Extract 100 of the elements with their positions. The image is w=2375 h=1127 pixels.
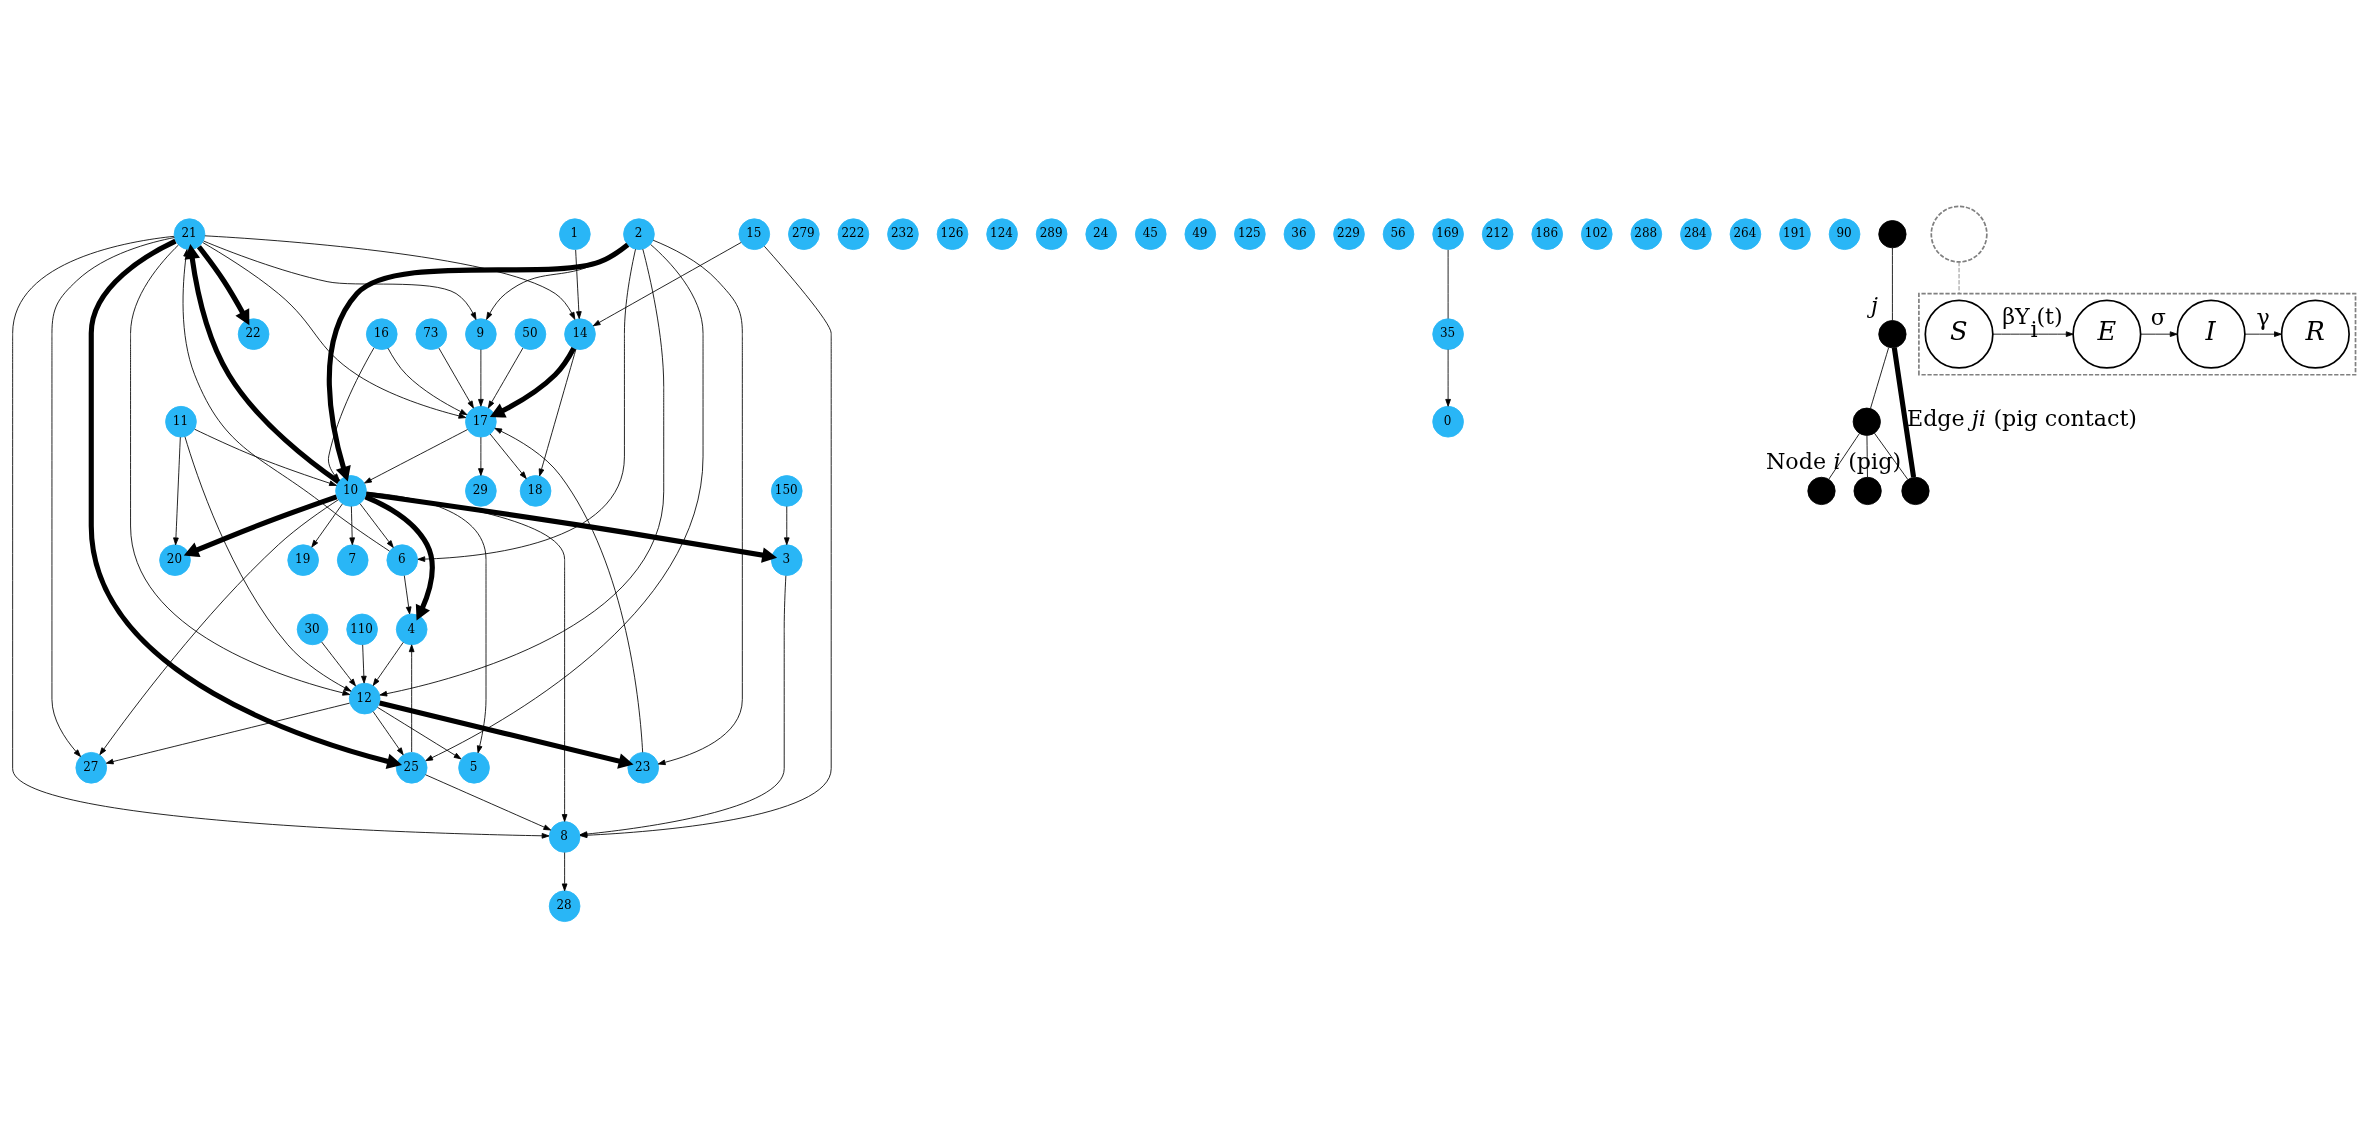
node-circle: 9	[465, 317, 497, 350]
arrow	[203, 240, 477, 320]
node-circle: 232	[887, 217, 919, 250]
connector	[1958, 261, 1960, 294]
arrow	[487, 347, 524, 408]
node-circle: 8	[548, 820, 581, 853]
arrow	[2140, 330, 2178, 337]
node-circle: 191	[1779, 217, 1811, 250]
node-circle: 18	[519, 474, 552, 507]
node-circle: 289	[1035, 217, 1068, 250]
node-circle: 279	[788, 217, 820, 250]
node-circle: 288	[1630, 217, 1663, 250]
connector	[1891, 346, 1917, 478]
node-circle: 20	[159, 543, 191, 576]
node-circle: 150	[770, 474, 803, 507]
arrow	[202, 241, 467, 419]
arrow	[361, 643, 367, 684]
arrow	[2244, 330, 2282, 337]
node-circle	[1853, 476, 1882, 505]
arrow	[379, 700, 634, 769]
edge-label: Edge ji (pig contact)	[1906, 404, 2137, 431]
arrow	[1992, 330, 2074, 337]
node-circle	[1901, 476, 1930, 505]
arrow	[326, 242, 630, 481]
node-circle: 16	[365, 317, 398, 350]
arrow	[652, 239, 743, 765]
connector	[1870, 346, 1890, 409]
node-circle: 14	[564, 317, 596, 350]
arrow	[183, 493, 338, 557]
node-circle: 28	[548, 889, 581, 922]
arrow	[372, 641, 404, 686]
arrow	[349, 505, 355, 545]
node-circle: 4	[395, 613, 428, 645]
node-circle: 24	[1085, 217, 1117, 250]
node-circle	[1878, 219, 1907, 248]
arrow	[365, 492, 568, 822]
node-circle: 90	[1828, 217, 1861, 250]
node-circle: 56	[1382, 217, 1415, 250]
arrow	[105, 702, 350, 764]
node-circle: 212	[1481, 217, 1514, 250]
arrow	[196, 244, 250, 325]
node-circle: 23	[627, 751, 660, 784]
node-circle: 15	[738, 217, 771, 250]
node-circle: 229	[1333, 217, 1365, 250]
node-circle: 126	[936, 217, 969, 250]
node-circle: 169	[1432, 217, 1464, 250]
node-circle: 27	[75, 751, 108, 784]
arrow	[194, 428, 337, 486]
cluster	[1918, 292, 2357, 376]
arrow	[364, 494, 435, 621]
arrow	[592, 241, 742, 326]
arrow	[311, 502, 343, 548]
arrow	[99, 498, 339, 755]
node-circle: 5	[458, 751, 490, 784]
node-circle: 2	[623, 217, 655, 250]
arrow	[328, 346, 375, 481]
arrow	[561, 851, 568, 891]
node-circle: 36	[1283, 217, 1316, 250]
arrow	[366, 491, 487, 753]
node-circle: 73	[415, 317, 448, 350]
arrow	[12, 235, 550, 839]
arrow	[204, 234, 576, 320]
arrow	[575, 249, 582, 319]
node-circle: 35	[1432, 317, 1464, 350]
arrow	[478, 348, 484, 407]
node-circle: 10	[335, 474, 367, 507]
node-circle: 186	[1531, 217, 1564, 250]
edge-label: σ	[2150, 303, 2167, 330]
arrow	[364, 428, 468, 483]
node-circle: 25	[395, 751, 428, 784]
node-circle: S	[1924, 299, 1994, 369]
node-circle	[1807, 476, 1836, 505]
arrow	[417, 248, 636, 562]
arrow	[489, 433, 527, 479]
node-circle: 49	[1184, 217, 1217, 250]
node-circle: 222	[837, 217, 870, 250]
node-circle: 11	[165, 405, 197, 438]
arrow	[538, 348, 577, 476]
arrow	[372, 710, 404, 755]
arrow	[51, 236, 175, 757]
arrow	[408, 643, 415, 752]
edge-label: γ	[2256, 303, 2270, 330]
arrow	[387, 347, 468, 415]
node-circle: 17	[465, 405, 497, 438]
node-circle: 102	[1580, 217, 1613, 250]
node-circle: 284	[1680, 217, 1712, 250]
node-circle: 45	[1134, 217, 1167, 250]
arrow	[489, 346, 576, 418]
arrow	[403, 574, 412, 614]
arrow	[379, 248, 665, 696]
arrow	[425, 243, 704, 761]
node-circle: 50	[514, 317, 547, 350]
node-circle: 110	[346, 613, 378, 645]
arrow	[377, 706, 462, 759]
arrow	[321, 641, 356, 686]
node-circle: 12	[348, 682, 381, 714]
node-circle	[1878, 319, 1907, 348]
node-circle: 29	[465, 474, 497, 507]
node-circle: 264	[1729, 217, 1762, 250]
arrow	[130, 244, 351, 696]
